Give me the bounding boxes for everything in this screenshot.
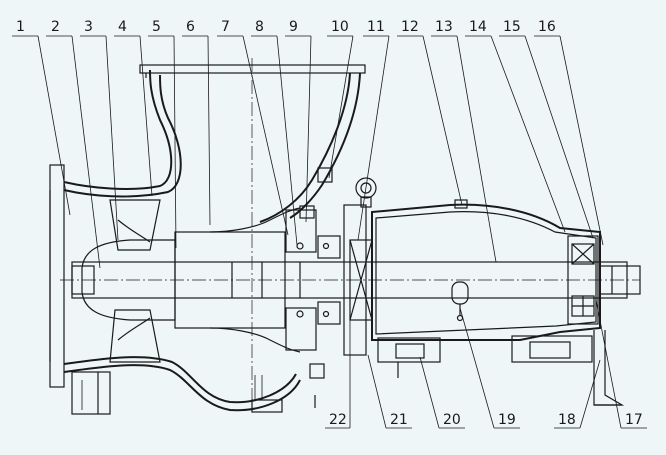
callout-3: 3 — [84, 19, 93, 35]
discharge-flange — [139, 64, 366, 74]
inlet-flange — [49, 164, 65, 388]
callout-10: 10 — [331, 19, 349, 35]
callout-16: 16 — [538, 19, 556, 35]
callout-13: 13 — [435, 19, 453, 35]
callout-17: 17 — [625, 412, 643, 428]
callout-19: 19 — [498, 412, 516, 428]
callout-11: 11 — [367, 19, 385, 35]
callout-20: 20 — [443, 412, 461, 428]
callout-21: 21 — [390, 412, 408, 428]
callout-14: 14 — [469, 19, 487, 35]
callout-5: 5 — [152, 19, 161, 35]
callout-6: 6 — [186, 19, 195, 35]
top-callouts: 1 2 3 4 5 6 7 8 9 10 11 12 13 14 15 16 — [12, 19, 604, 269]
callout-2: 2 — [51, 19, 60, 35]
callout-8: 8 — [255, 19, 264, 35]
callout-4: 4 — [118, 19, 127, 35]
callout-7: 7 — [221, 19, 230, 35]
callout-9: 9 — [289, 19, 298, 35]
callout-18: 18 — [558, 412, 576, 428]
callout-22: 22 — [329, 412, 347, 428]
bottom-callouts: 22 21 20 19 18 17 — [325, 295, 647, 429]
callout-1: 1 — [16, 19, 25, 35]
callout-12: 12 — [401, 19, 419, 35]
callout-15: 15 — [503, 19, 521, 35]
pump-body — [49, 58, 641, 415]
